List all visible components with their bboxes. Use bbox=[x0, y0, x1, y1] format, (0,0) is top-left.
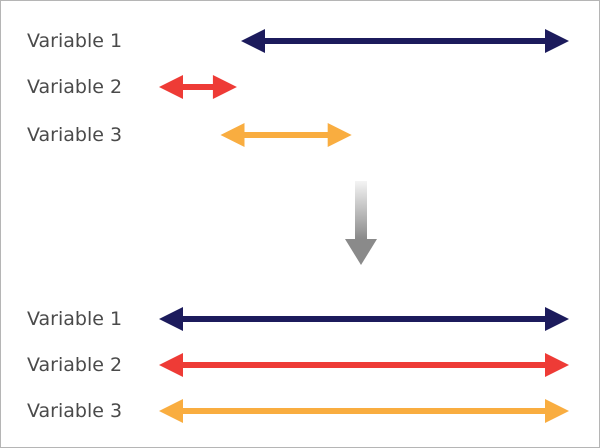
before-row-variable-2: Variable 2 bbox=[1, 67, 599, 107]
arrow-head-right bbox=[545, 307, 569, 331]
arrow-shaft bbox=[242, 132, 330, 138]
down-arrow-icon bbox=[345, 181, 377, 265]
arrow-head-left bbox=[159, 353, 183, 377]
arrow-head-right bbox=[327, 123, 352, 147]
after-arrow-variable-1 bbox=[159, 307, 569, 331]
before-row-variable-3: Variable 3 bbox=[1, 115, 599, 155]
arrow-shaft bbox=[181, 84, 215, 90]
before-arrow-variable-1 bbox=[241, 29, 569, 53]
after-arrow-variable-3 bbox=[159, 399, 569, 423]
arrow-head-right bbox=[545, 399, 569, 423]
before-arrow-variable-2 bbox=[159, 75, 237, 99]
arrow-shaft bbox=[181, 408, 547, 414]
before-row-label: Variable 2 bbox=[27, 76, 123, 98]
before-arrow-variable-3 bbox=[220, 123, 352, 147]
arrow-head-left bbox=[241, 29, 265, 53]
after-row-label: Variable 1 bbox=[27, 308, 123, 330]
after-row-variable-2: Variable 2 bbox=[1, 345, 599, 385]
after-row-variable-3: Variable 3 bbox=[1, 391, 599, 431]
before-row-label: Variable 3 bbox=[27, 124, 123, 146]
arrow-shaft bbox=[181, 362, 547, 368]
before-row-label: Variable 1 bbox=[27, 30, 123, 52]
after-row-variable-1: Variable 1 bbox=[1, 299, 599, 339]
arrow-head-right bbox=[212, 75, 237, 99]
arrow-head-left bbox=[220, 123, 245, 147]
arrow-head-left bbox=[159, 75, 183, 99]
arrow-head-right bbox=[545, 353, 569, 377]
arrow-head-right bbox=[545, 29, 569, 53]
after-arrow-variable-2 bbox=[159, 353, 569, 377]
after-row-label: Variable 2 bbox=[27, 354, 123, 376]
arrow-head-left bbox=[159, 399, 183, 423]
arrow-shaft bbox=[181, 316, 547, 322]
arrow-head-left bbox=[159, 307, 183, 331]
arrow-shaft bbox=[263, 38, 547, 44]
after-row-label: Variable 3 bbox=[27, 400, 123, 422]
before-row-variable-1: Variable 1 bbox=[1, 21, 599, 61]
